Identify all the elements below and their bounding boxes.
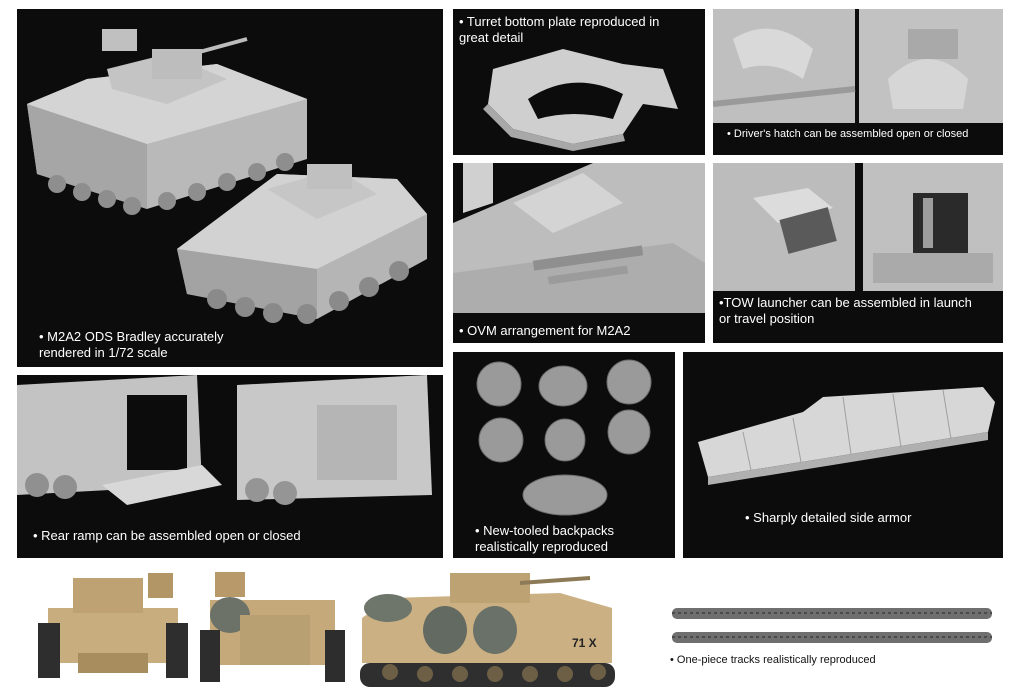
- main-model-panel: • M2A2 ODS Bradley accurately rendered i…: [17, 9, 443, 367]
- painted-front-view: [38, 573, 188, 678]
- turret-plate-render: [483, 49, 678, 151]
- side-armor-render: [698, 387, 995, 485]
- side-armor-panel: • Sharply detailed side armor: [683, 352, 1003, 558]
- ovm-render: [453, 163, 705, 313]
- caption-side-armor: • Sharply detailed side armor: [745, 510, 912, 525]
- turret-plate-panel: • Turret bottom plate reproduced in grea…: [453, 9, 705, 155]
- rear-ramp-panel: • Rear ramp can be assembled open or clo…: [17, 375, 443, 558]
- tow-launcher-render: [713, 163, 1003, 291]
- caption-tow: •TOW launcher can be assembled in launch…: [719, 295, 972, 326]
- drivers-hatch-panel: • Driver's hatch can be assembled open o…: [713, 9, 1003, 155]
- caption-turret-plate: • Turret bottom plate reproduced in grea…: [459, 14, 660, 45]
- bradley-models-render: [27, 29, 427, 324]
- bradley-upper-render: [27, 29, 307, 215]
- bradley-lower-render: [177, 164, 427, 324]
- drivers-hatch-render: [713, 9, 1003, 123]
- ovm-panel: • OVM arrangement for M2A2: [453, 163, 705, 343]
- tracks-render: [672, 608, 992, 643]
- backpacks-panel: • New-tooled backpacks realistically rep…: [453, 352, 675, 558]
- caption-main: • M2A2 ODS Bradley accurately rendered i…: [39, 329, 224, 360]
- caption-backpacks: • New-tooled backpacks realistically rep…: [475, 523, 614, 554]
- hull-number-marking: 71 X: [572, 636, 597, 650]
- rear-ramp-render: [17, 375, 432, 505]
- caption-rear-ramp: • Rear ramp can be assembled open or clo…: [33, 528, 301, 543]
- caption-ovm: • OVM arrangement for M2A2: [459, 323, 631, 338]
- backpacks-render: [476, 359, 652, 516]
- caption-drivers-hatch: • Driver's hatch can be assembled open o…: [727, 128, 969, 140]
- caption-tracks: • One-piece tracks realistically reprodu…: [670, 654, 876, 666]
- painted-side-view: 71 X: [360, 568, 622, 692]
- painted-rear-view: [200, 572, 345, 682]
- tow-launcher-panel: •TOW launcher can be assembled in launch…: [713, 163, 1003, 343]
